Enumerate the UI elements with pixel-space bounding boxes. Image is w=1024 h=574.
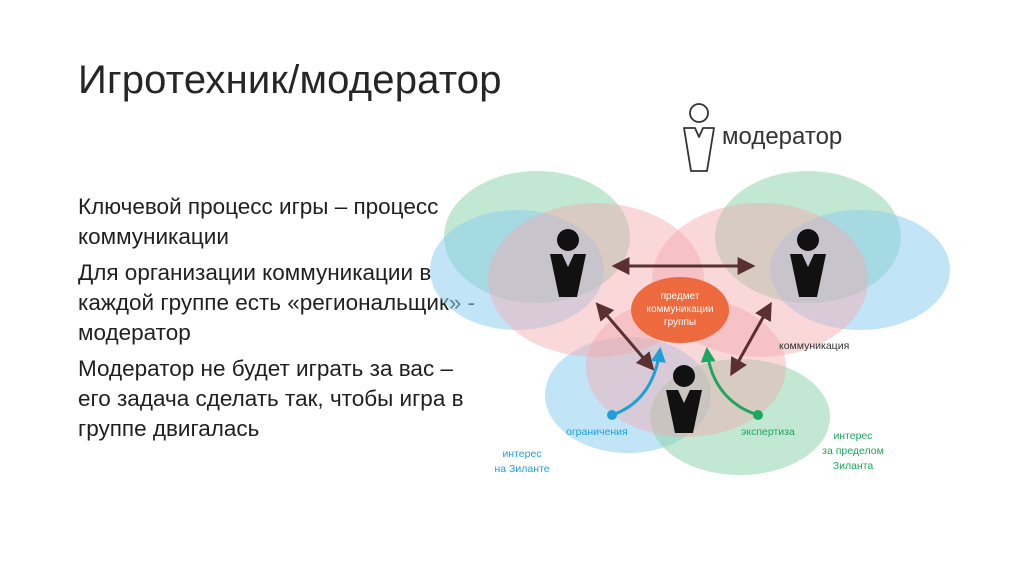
person-left-icon: [550, 229, 586, 297]
limits-arrow: [611, 347, 666, 417]
center-label-line1: предмет: [661, 291, 700, 302]
person-right-icon: [790, 229, 826, 297]
interest-inside-line2: на Зиланте: [494, 463, 549, 475]
interest-outside-line2: за пределом: [822, 445, 884, 457]
expertise-dot: [753, 410, 763, 420]
communication-label: коммуникация: [779, 340, 849, 352]
limits-dot: [607, 410, 617, 420]
center-label-line3: группы: [664, 317, 696, 328]
bottom-green-circle: [650, 359, 830, 475]
person-bottom-icon: [666, 365, 702, 433]
slide-title: Игротехник/модератор: [78, 58, 502, 102]
right-communication-arrow: [730, 301, 772, 377]
interest-inside-line1: интерес: [502, 448, 541, 460]
bullet-1: Ключевой процесс игры – процесс коммуник…: [78, 194, 439, 249]
bullet-3: Модератор не будет играть за вас – его з…: [78, 356, 464, 441]
communication-arrows: [595, 257, 772, 377]
limits-label: ограничения: [566, 426, 628, 438]
bullet-list: Ключевой процесс игры – процесс коммуник…: [78, 192, 478, 450]
left-communication-arrow: [595, 302, 655, 371]
expertise-label: экспертиза: [741, 426, 795, 438]
diagram-svg: модератор предмет коммуникации группы: [430, 103, 950, 475]
moderator-diagram: модератор предмет коммуникации группы: [420, 95, 980, 495]
interest-outside-line3: Зиланта: [833, 460, 874, 472]
interest-outside-line1: интерес: [833, 430, 872, 442]
center-label-line2: коммуникации: [646, 304, 713, 315]
legend-moderator-label: модератор: [722, 123, 842, 150]
expertise-arrow: [700, 347, 759, 417]
bullet-2: Для организации коммуникации в каждой гр…: [78, 260, 476, 345]
legend-moderator-icon: [683, 103, 715, 172]
center-subject-ellipse: [631, 277, 729, 343]
